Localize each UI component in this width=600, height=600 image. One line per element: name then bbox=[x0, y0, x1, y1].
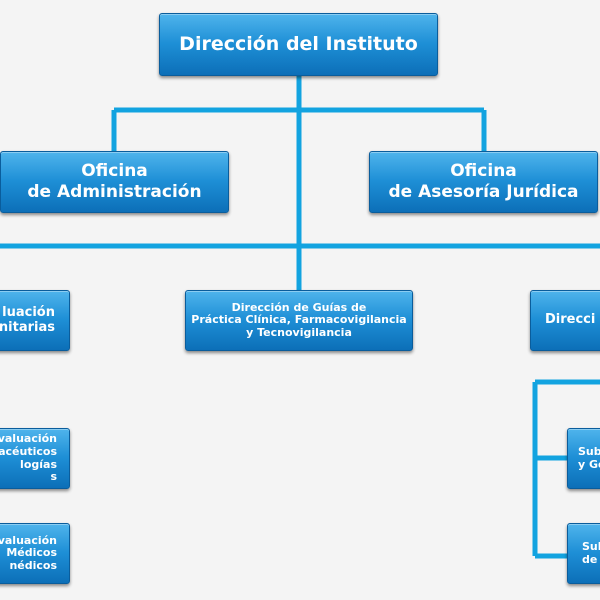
box-subdireccion-left-2-line1: valuación bbox=[0, 533, 57, 547]
box-direccion-guias-line2: Práctica Clínica, Farmacovigilancia bbox=[191, 313, 407, 327]
box-direccion-left-line2: nitarias bbox=[0, 319, 55, 335]
box-oficina-administracion-line1: Oficina bbox=[81, 160, 148, 181]
box-subdireccion-right-1-line1: Sub bbox=[578, 444, 600, 458]
box-subdireccion-right-1-line2: y Ge bbox=[578, 457, 600, 471]
box-subdireccion-left-1-line1: valuación bbox=[0, 432, 57, 446]
box-oficina-asesoria-juridica[interactable]: Oficina de Asesoría Jurídica bbox=[369, 151, 598, 213]
box-subdireccion-left-2[interactable]: valuación Médicos nédicos bbox=[0, 523, 70, 584]
box-subdireccion-left-1-line4: s bbox=[50, 470, 57, 484]
box-subdireccion-left-1-line3: logías bbox=[20, 457, 57, 471]
box-subdireccion-left-1-line2: macéuticos bbox=[0, 444, 57, 458]
box-subdireccion-left-1[interactable]: valuación macéuticos logías s bbox=[0, 428, 70, 489]
box-subdireccion-right-2-line1: Sub bbox=[582, 539, 600, 553]
box-direccion-left[interactable]: luación nitarias bbox=[0, 290, 70, 351]
box-subdireccion-right-2-line2: de bbox=[582, 552, 598, 566]
box-direccion-left-line1: luación bbox=[2, 304, 55, 320]
box-direccion-guias-line1: Dirección de Guías de bbox=[231, 300, 367, 314]
box-oficina-administracion[interactable]: Oficina de Administración bbox=[0, 151, 229, 213]
box-direccion-instituto-label: Dirección del Instituto bbox=[179, 32, 418, 55]
box-subdireccion-left-2-line3: nédicos bbox=[9, 558, 57, 572]
box-direccion-right[interactable]: Direcci bbox=[530, 290, 600, 351]
box-direccion-guias-line3: y Tecnovigilancia bbox=[246, 325, 352, 339]
box-oficina-administracion-line2: de Administración bbox=[27, 182, 202, 202]
box-oficina-asesoria-juridica-line1: Oficina bbox=[450, 160, 517, 181]
box-direccion-right-line1: Direcci bbox=[545, 312, 596, 328]
box-subdireccion-right-2[interactable]: Sub de bbox=[567, 523, 600, 584]
box-direccion-instituto[interactable]: Dirección del Instituto bbox=[159, 13, 438, 76]
box-subdireccion-right-1[interactable]: Sub y Ge bbox=[567, 428, 600, 489]
box-direccion-guias-practica-clinica[interactable]: Dirección de Guías de Práctica Clínica, … bbox=[185, 290, 413, 351]
box-subdireccion-left-2-line2: Médicos bbox=[6, 546, 57, 560]
box-oficina-asesoria-juridica-line2: de Asesoría Jurídica bbox=[388, 182, 579, 202]
